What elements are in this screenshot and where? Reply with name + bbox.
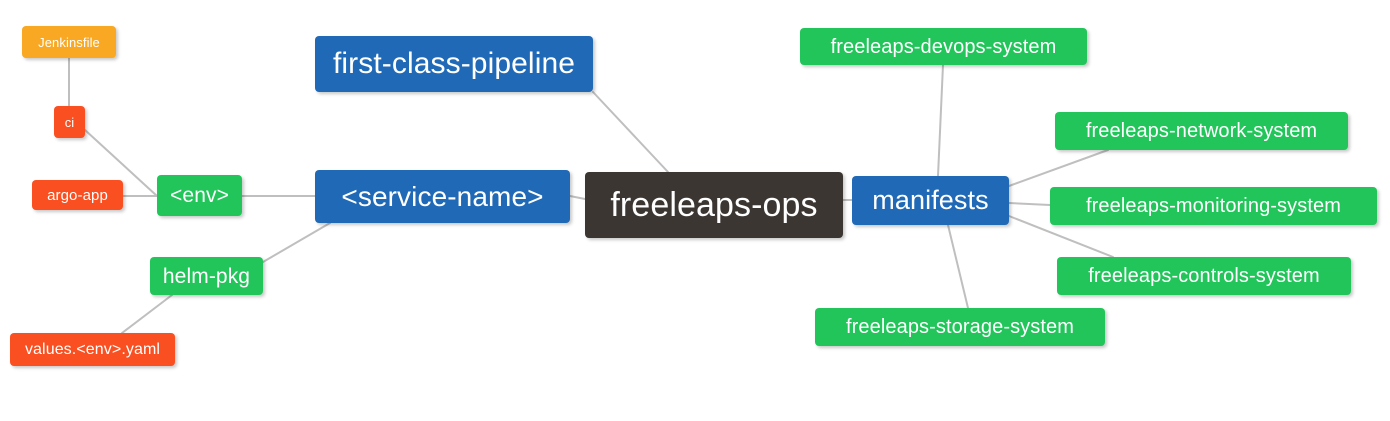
node-freeleaps-controls-system[interactable]: freeleaps-controls-system	[1057, 257, 1351, 295]
node-argo-app[interactable]: argo-app	[32, 180, 123, 210]
node-env[interactable]: <env>	[157, 175, 242, 216]
node-service-name[interactable]: <service-name>	[315, 170, 570, 223]
node-values-env-yaml[interactable]: values.<env>.yaml	[10, 333, 175, 366]
edge-manifests-to-freeleaps-devops-system	[937, 64, 944, 177]
node-helm-pkg[interactable]: helm-pkg	[150, 257, 263, 295]
edge-ci-to-env	[84, 129, 158, 197]
edge-manifests-to-freeleaps-storage-system	[947, 224, 969, 309]
node-first-class-pipeline[interactable]: first-class-pipeline	[315, 36, 593, 92]
edge-helm-pkg-to-values-env-yaml	[121, 294, 173, 334]
edge-service-name-to-freeleaps-ops	[569, 195, 586, 200]
node-freeleaps-monitoring-system[interactable]: freeleaps-monitoring-system	[1050, 187, 1377, 225]
edge-first-class-pipeline-to-freeleaps-ops	[592, 91, 669, 173]
edge-service-name-to-helm-pkg	[262, 222, 331, 263]
node-ci[interactable]: ci	[54, 106, 85, 138]
edge-manifests-to-freeleaps-network-system	[1008, 149, 1109, 187]
edge-manifests-to-freeleaps-controls-system	[1008, 215, 1114, 258]
node-freeleaps-network-system[interactable]: freeleaps-network-system	[1055, 112, 1348, 150]
node-freeleaps-ops[interactable]: freeleaps-ops	[585, 172, 843, 238]
edge-manifests-to-freeleaps-monitoring-system	[1008, 202, 1051, 206]
node-manifests[interactable]: manifests	[852, 176, 1009, 225]
node-jenkinsfile[interactable]: Jenkinsfile	[22, 26, 116, 58]
node-freeleaps-devops-system[interactable]: freeleaps-devops-system	[800, 28, 1087, 65]
node-freeleaps-storage-system[interactable]: freeleaps-storage-system	[815, 308, 1105, 346]
